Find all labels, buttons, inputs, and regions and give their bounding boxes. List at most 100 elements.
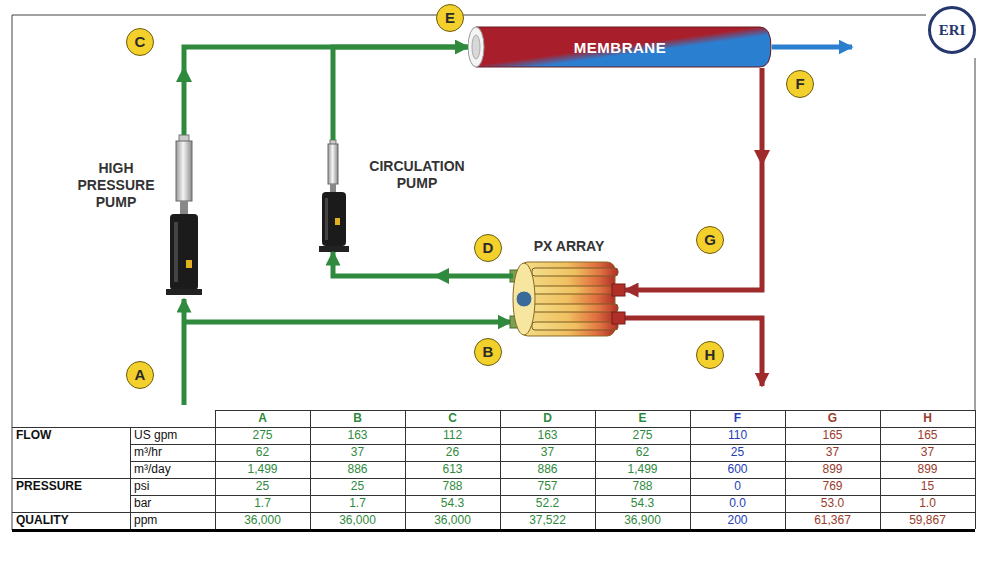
table-cell: 37 bbox=[880, 444, 975, 461]
high-pressure-pump: HIGH PRESSURE PUMP bbox=[168, 135, 200, 295]
feed-pipe bbox=[184, 320, 511, 325]
component-label: MEMBRANE bbox=[574, 39, 666, 56]
table-cell: 112 bbox=[405, 427, 500, 444]
table-cell: 1,499 bbox=[215, 461, 310, 478]
table-cell: 1.0 bbox=[880, 495, 975, 512]
component-label: PX ARRAY bbox=[493, 238, 645, 255]
callout-circle: A bbox=[126, 361, 154, 389]
callout-circle: H bbox=[696, 341, 724, 369]
table-rule bbox=[130, 444, 975, 445]
feed-pipe bbox=[182, 299, 187, 405]
table-cell: 200 bbox=[690, 512, 785, 529]
table-cell: 165 bbox=[880, 427, 975, 444]
component-label: HIGH PRESSURE PUMP bbox=[66, 160, 166, 211]
frame bbox=[975, 58, 976, 410]
table-cell: 37 bbox=[500, 444, 595, 461]
table-rule bbox=[12, 512, 975, 513]
table-rule bbox=[310, 410, 311, 529]
unit-label: bar bbox=[130, 495, 215, 512]
table-rule bbox=[130, 461, 975, 462]
row-header: QUALITY bbox=[12, 512, 130, 529]
callout-circle: G bbox=[696, 226, 724, 254]
column-header: B bbox=[310, 410, 405, 427]
table-cell: 0 bbox=[690, 478, 785, 495]
column-header: H bbox=[880, 410, 975, 427]
table-cell: 0.0 bbox=[690, 495, 785, 512]
column-header: F bbox=[690, 410, 785, 427]
table-rule bbox=[405, 410, 406, 529]
table-rule bbox=[12, 427, 975, 428]
table-cell: 1.7 bbox=[215, 495, 310, 512]
column-header: G bbox=[785, 410, 880, 427]
table-cell: 613 bbox=[405, 461, 500, 478]
table-cell: 25 bbox=[215, 478, 310, 495]
unit-label: m³/day bbox=[130, 461, 215, 478]
callout-circle: C bbox=[126, 28, 154, 56]
table-cell: 37 bbox=[785, 444, 880, 461]
table-cell: 788 bbox=[595, 478, 690, 495]
table-cell: 600 bbox=[690, 461, 785, 478]
table-cell: 37,522 bbox=[500, 512, 595, 529]
table-cell: 899 bbox=[880, 461, 975, 478]
brine-pipe bbox=[625, 318, 762, 386]
table-cell: 769 bbox=[785, 478, 880, 495]
px-array: PX ARRAY bbox=[513, 258, 625, 340]
callout-letter: D bbox=[483, 240, 494, 256]
pipe-connector bbox=[184, 47, 468, 135]
table-rule bbox=[12, 529, 975, 532]
table-cell: 886 bbox=[310, 461, 405, 478]
permeate-pipe bbox=[772, 45, 852, 50]
callout-circle: B bbox=[474, 338, 502, 366]
unit-label: psi bbox=[130, 478, 215, 495]
table-cell: 36,000 bbox=[215, 512, 310, 529]
callout-letter: E bbox=[445, 10, 455, 26]
table-cell: 59,867 bbox=[880, 512, 975, 529]
px-drawing bbox=[510, 262, 625, 336]
table-cell: 25 bbox=[310, 478, 405, 495]
table-rule bbox=[12, 478, 975, 479]
table-cell: 54.3 bbox=[405, 495, 500, 512]
column-header: D bbox=[500, 410, 595, 427]
table-cell: 62 bbox=[215, 444, 310, 461]
membrane-vessel: MEMBRANE bbox=[468, 26, 772, 68]
table-rule bbox=[785, 410, 786, 529]
column-header: E bbox=[595, 410, 690, 427]
table-cell: 275 bbox=[215, 427, 310, 444]
table-rule bbox=[595, 410, 596, 529]
table-rule bbox=[880, 410, 881, 529]
logo-text: ERI bbox=[939, 22, 966, 39]
membrane-body bbox=[476, 27, 771, 67]
table-cell: 1,499 bbox=[595, 461, 690, 478]
table-rule bbox=[690, 410, 691, 529]
pump-drawing bbox=[319, 140, 349, 252]
membrane-cap bbox=[472, 35, 480, 59]
table-cell: 15 bbox=[880, 478, 975, 495]
table-cell: 53.0 bbox=[785, 495, 880, 512]
table-cell: 165 bbox=[785, 427, 880, 444]
membrane-cap bbox=[468, 27, 484, 67]
callout-letter: G bbox=[704, 232, 716, 248]
callout-letter: A bbox=[135, 367, 146, 383]
table-cell: 899 bbox=[785, 461, 880, 478]
callout-letter: H bbox=[705, 347, 716, 363]
table-cell: 757 bbox=[500, 478, 595, 495]
table-cell: 52.2 bbox=[500, 495, 595, 512]
table-cell: 37 bbox=[310, 444, 405, 461]
column-header: C bbox=[405, 410, 500, 427]
pipe-connector bbox=[333, 47, 468, 140]
table-cell: 886 bbox=[500, 461, 595, 478]
table-rule bbox=[130, 495, 975, 496]
pipe-connector bbox=[625, 68, 762, 290]
table-rule bbox=[975, 410, 976, 529]
table-cell: 36,000 bbox=[310, 512, 405, 529]
table-cell: 54.3 bbox=[595, 495, 690, 512]
table-cell: 1.7 bbox=[310, 495, 405, 512]
callout-letter: F bbox=[795, 76, 804, 92]
table-cell: 25 bbox=[690, 444, 785, 461]
row-header: PRESSURE bbox=[12, 478, 130, 495]
table-cell: 163 bbox=[500, 427, 595, 444]
table-rule bbox=[500, 410, 501, 529]
callout-circle: E bbox=[436, 4, 464, 32]
